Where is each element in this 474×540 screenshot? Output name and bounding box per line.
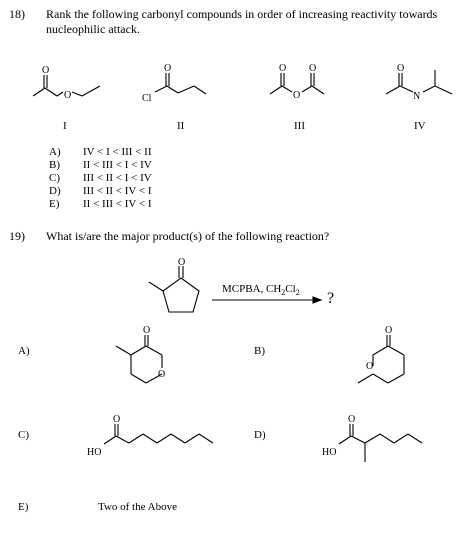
compound-ii-o-label: O: [164, 63, 171, 74]
q19-reactant-o-label: O: [178, 257, 185, 268]
answer-b-ring-o-label: O: [366, 361, 373, 372]
compound-i-carbonyl-o-label: O: [42, 65, 49, 76]
q18-choice-d-text[interactable]: III < II < IV < I: [83, 185, 152, 197]
q18-choice-e-letter[interactable]: E): [49, 198, 60, 210]
q19-answer-e-text[interactable]: Two of the Above: [98, 501, 177, 513]
answer-c-ho-label: HO: [87, 447, 101, 458]
q19-answer-e-letter[interactable]: E): [18, 501, 29, 513]
q19-answer-d-letter[interactable]: D): [254, 429, 266, 441]
compound-iii-o2-label: O: [309, 63, 316, 74]
q19-answer-b-letter[interactable]: B): [254, 345, 265, 357]
unknown-product-mark: ?: [327, 290, 335, 307]
q18-prompt-line1: Rank the following carbonyl compounds in…: [46, 7, 438, 21]
q19-answer-a-letter[interactable]: A): [18, 345, 30, 357]
compound-ii-cl-label: Cl: [142, 93, 152, 104]
q18-choice-d-letter[interactable]: D): [49, 185, 61, 197]
answer-d-ho-label: HO: [322, 447, 336, 458]
q18-number: 18): [9, 7, 25, 21]
compound-iv-n-label: N: [413, 91, 420, 102]
q18-choice-a-letter[interactable]: A): [49, 146, 61, 158]
q18-choice-e-text[interactable]: II < III < IV < I: [83, 198, 152, 210]
compound-i-ester-o-label: O: [64, 90, 71, 101]
compound-iv-label: IV: [414, 120, 426, 132]
answer-a-ring-o-label: O: [158, 369, 165, 380]
reagent-text: MCPBA, CH2Cl2: [222, 283, 300, 298]
answer-d-o-label: O: [348, 414, 355, 425]
answer-b-carbonyl-o-label: O: [385, 325, 392, 336]
compound-iii-bridge-o-label: O: [293, 90, 300, 101]
answer-c-o-label: O: [113, 414, 120, 425]
q19-number: 19): [9, 229, 25, 243]
reagent-label: MCPBA, CH2Cl2: [222, 282, 300, 300]
q18-choice-a-text[interactable]: IV < I < III < II: [83, 146, 152, 158]
q19-prompt: What is/are the major product(s) of the …: [46, 229, 330, 243]
compound-iii-o1-label: O: [279, 63, 286, 74]
compound-iv-o-label: O: [397, 63, 404, 74]
q18-choice-b-letter[interactable]: B): [49, 159, 60, 171]
q18-choice-c-text[interactable]: III < II < I < IV: [83, 172, 152, 184]
q19-answer-c-letter[interactable]: C): [18, 429, 29, 441]
compound-i-label: I: [63, 120, 67, 132]
answer-a-carbonyl-o-label: O: [143, 325, 150, 336]
compound-ii-label: II: [177, 120, 185, 132]
q18-choice-b-text[interactable]: II < III < I < IV: [83, 159, 152, 171]
compound-iii-label: III: [294, 120, 305, 132]
q18-choice-c-letter[interactable]: C): [49, 172, 60, 184]
q18-prompt-line2: nucleophilic attack.: [46, 22, 140, 36]
